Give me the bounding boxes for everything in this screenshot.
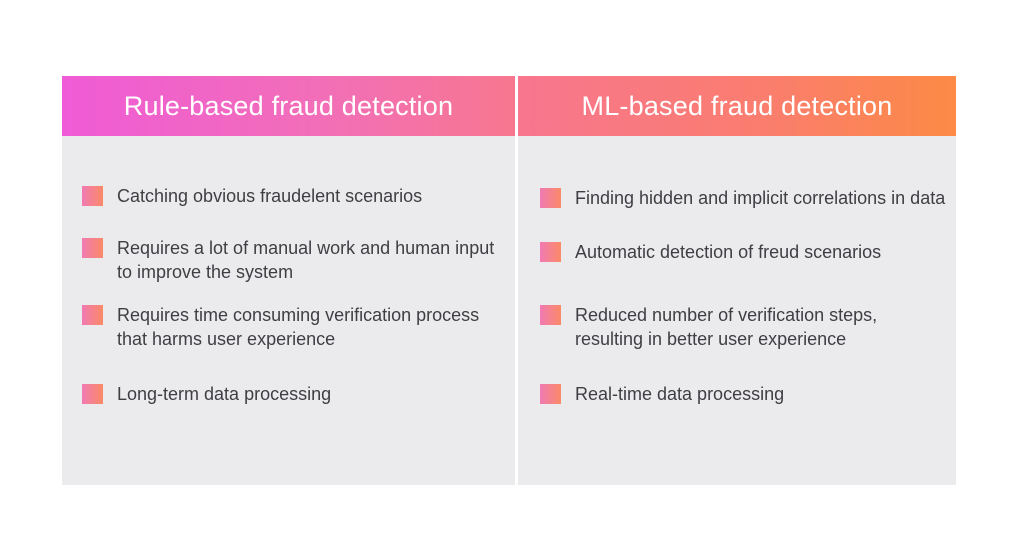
ml-based-header: ML-based fraud detection [518, 76, 956, 136]
list-item-text: Automatic detection of freud scenarios [575, 242, 882, 262]
bullet-square-icon [82, 186, 103, 206]
rule-based-column: Rule-based fraud detection Catching obvi… [62, 76, 515, 485]
comparison-table: Rule-based fraud detection Catching obvi… [62, 76, 956, 485]
list-item: Catching obvious fraudelent scenarios [82, 184, 502, 208]
list-item-text: Finding hidden and implicit correlations… [575, 188, 946, 208]
list-item: Reduced number of verification steps, re… [540, 303, 950, 351]
list-item: Real-time data processing [540, 382, 950, 406]
list-item: Automatic detection of freud scenarios [540, 240, 950, 264]
list-item: Requires a lot of manual work and human … [82, 236, 502, 284]
list-item-text: Real-time data processing [575, 384, 785, 404]
list-item-text: Catching obvious fraudelent scenarios [117, 186, 423, 206]
list-item: Requires time consuming verification pro… [82, 303, 502, 351]
bullet-square-icon [82, 384, 103, 404]
list-item-text: Requires time consuming verification pro… [117, 305, 480, 349]
list-item-text: Long-term data processing [117, 384, 332, 404]
list-item-text: Requires a lot of manual work and human … [117, 238, 495, 282]
list-item: Long-term data processing [82, 382, 502, 406]
ml-based-column: ML-based fraud detection Finding hidden … [518, 76, 956, 485]
bullet-square-icon [82, 238, 103, 258]
bullet-square-icon [540, 384, 561, 404]
bullet-square-icon [540, 242, 561, 262]
list-item-text: Reduced number of verification steps, re… [575, 305, 878, 349]
bullet-square-icon [540, 305, 561, 325]
list-item: Finding hidden and implicit correlations… [540, 186, 950, 210]
bullet-square-icon [540, 188, 561, 208]
bullet-square-icon [82, 305, 103, 325]
rule-based-header: Rule-based fraud detection [62, 76, 515, 136]
